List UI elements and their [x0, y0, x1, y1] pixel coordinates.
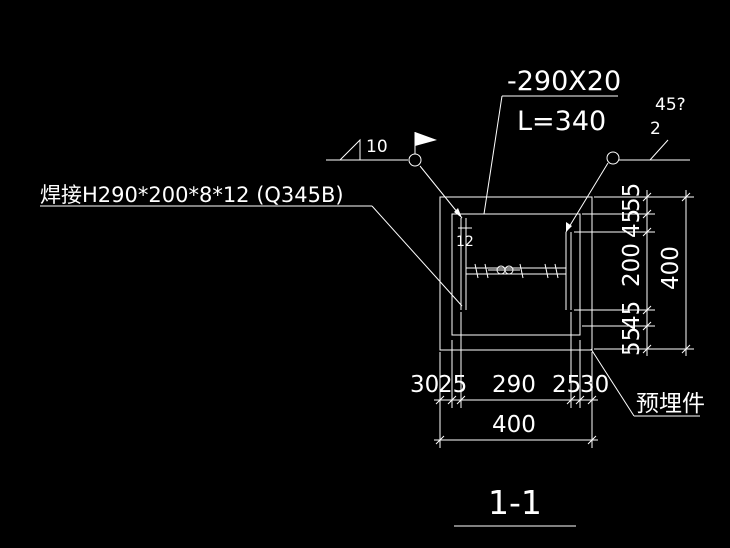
- embedded-part-leader: [590, 348, 635, 417]
- dim-bottom-3: 290: [492, 372, 536, 398]
- weld-right-angle-text: 45?: [655, 95, 686, 115]
- right-all-around-circle: [606, 151, 620, 165]
- left-weld-arrowhead: [454, 208, 462, 218]
- dim-bottom-2: 25: [438, 372, 467, 398]
- beam-label-leader: [371, 205, 463, 307]
- bottom-dimension-group: [434, 312, 598, 448]
- right-weld-leader: [565, 162, 609, 233]
- embedded-plate-outline: [439, 196, 593, 351]
- weld-right-size-text: 2: [650, 119, 661, 139]
- section-title: 1-1: [488, 483, 542, 522]
- weld-left-size-text: 10: [366, 137, 388, 157]
- left-all-around-circle: [408, 153, 422, 167]
- dim-bottom-1: 30: [410, 372, 439, 398]
- dim-bottom-5: 30: [580, 372, 609, 398]
- embedded-part-text: 预埋件: [636, 391, 705, 417]
- field-weld-flag-icon: [415, 132, 437, 146]
- plate-spec-text: -290X20: [507, 66, 621, 97]
- weld-inner-size-text: 12: [456, 234, 474, 250]
- left-weld-leader: [419, 165, 463, 219]
- plate-spec-leader: [483, 95, 503, 215]
- beam-label-text: 焊接H290*200*8*12 (Q345B): [40, 183, 344, 207]
- dim-right-3: 200: [619, 243, 645, 287]
- dim-right-4: 45: [619, 301, 645, 330]
- dim-right-5: 55: [619, 327, 645, 356]
- dim-bottom-total: 400: [492, 412, 536, 438]
- left-fillet-triangle: [339, 138, 361, 161]
- right-dimension-group: [574, 190, 694, 356]
- right-bevel-mark: [649, 139, 669, 161]
- dim-right-2: 45: [619, 209, 645, 238]
- right-weld-arrowhead: [566, 222, 572, 232]
- plate-length-text: L=340: [517, 106, 606, 137]
- dim-bottom-4: 25: [552, 372, 581, 398]
- inner-plate-outline: [451, 213, 581, 336]
- dim-right-1: 55: [619, 183, 645, 212]
- web-weld-marks: [474, 263, 559, 279]
- dim-right-total: 400: [658, 246, 684, 290]
